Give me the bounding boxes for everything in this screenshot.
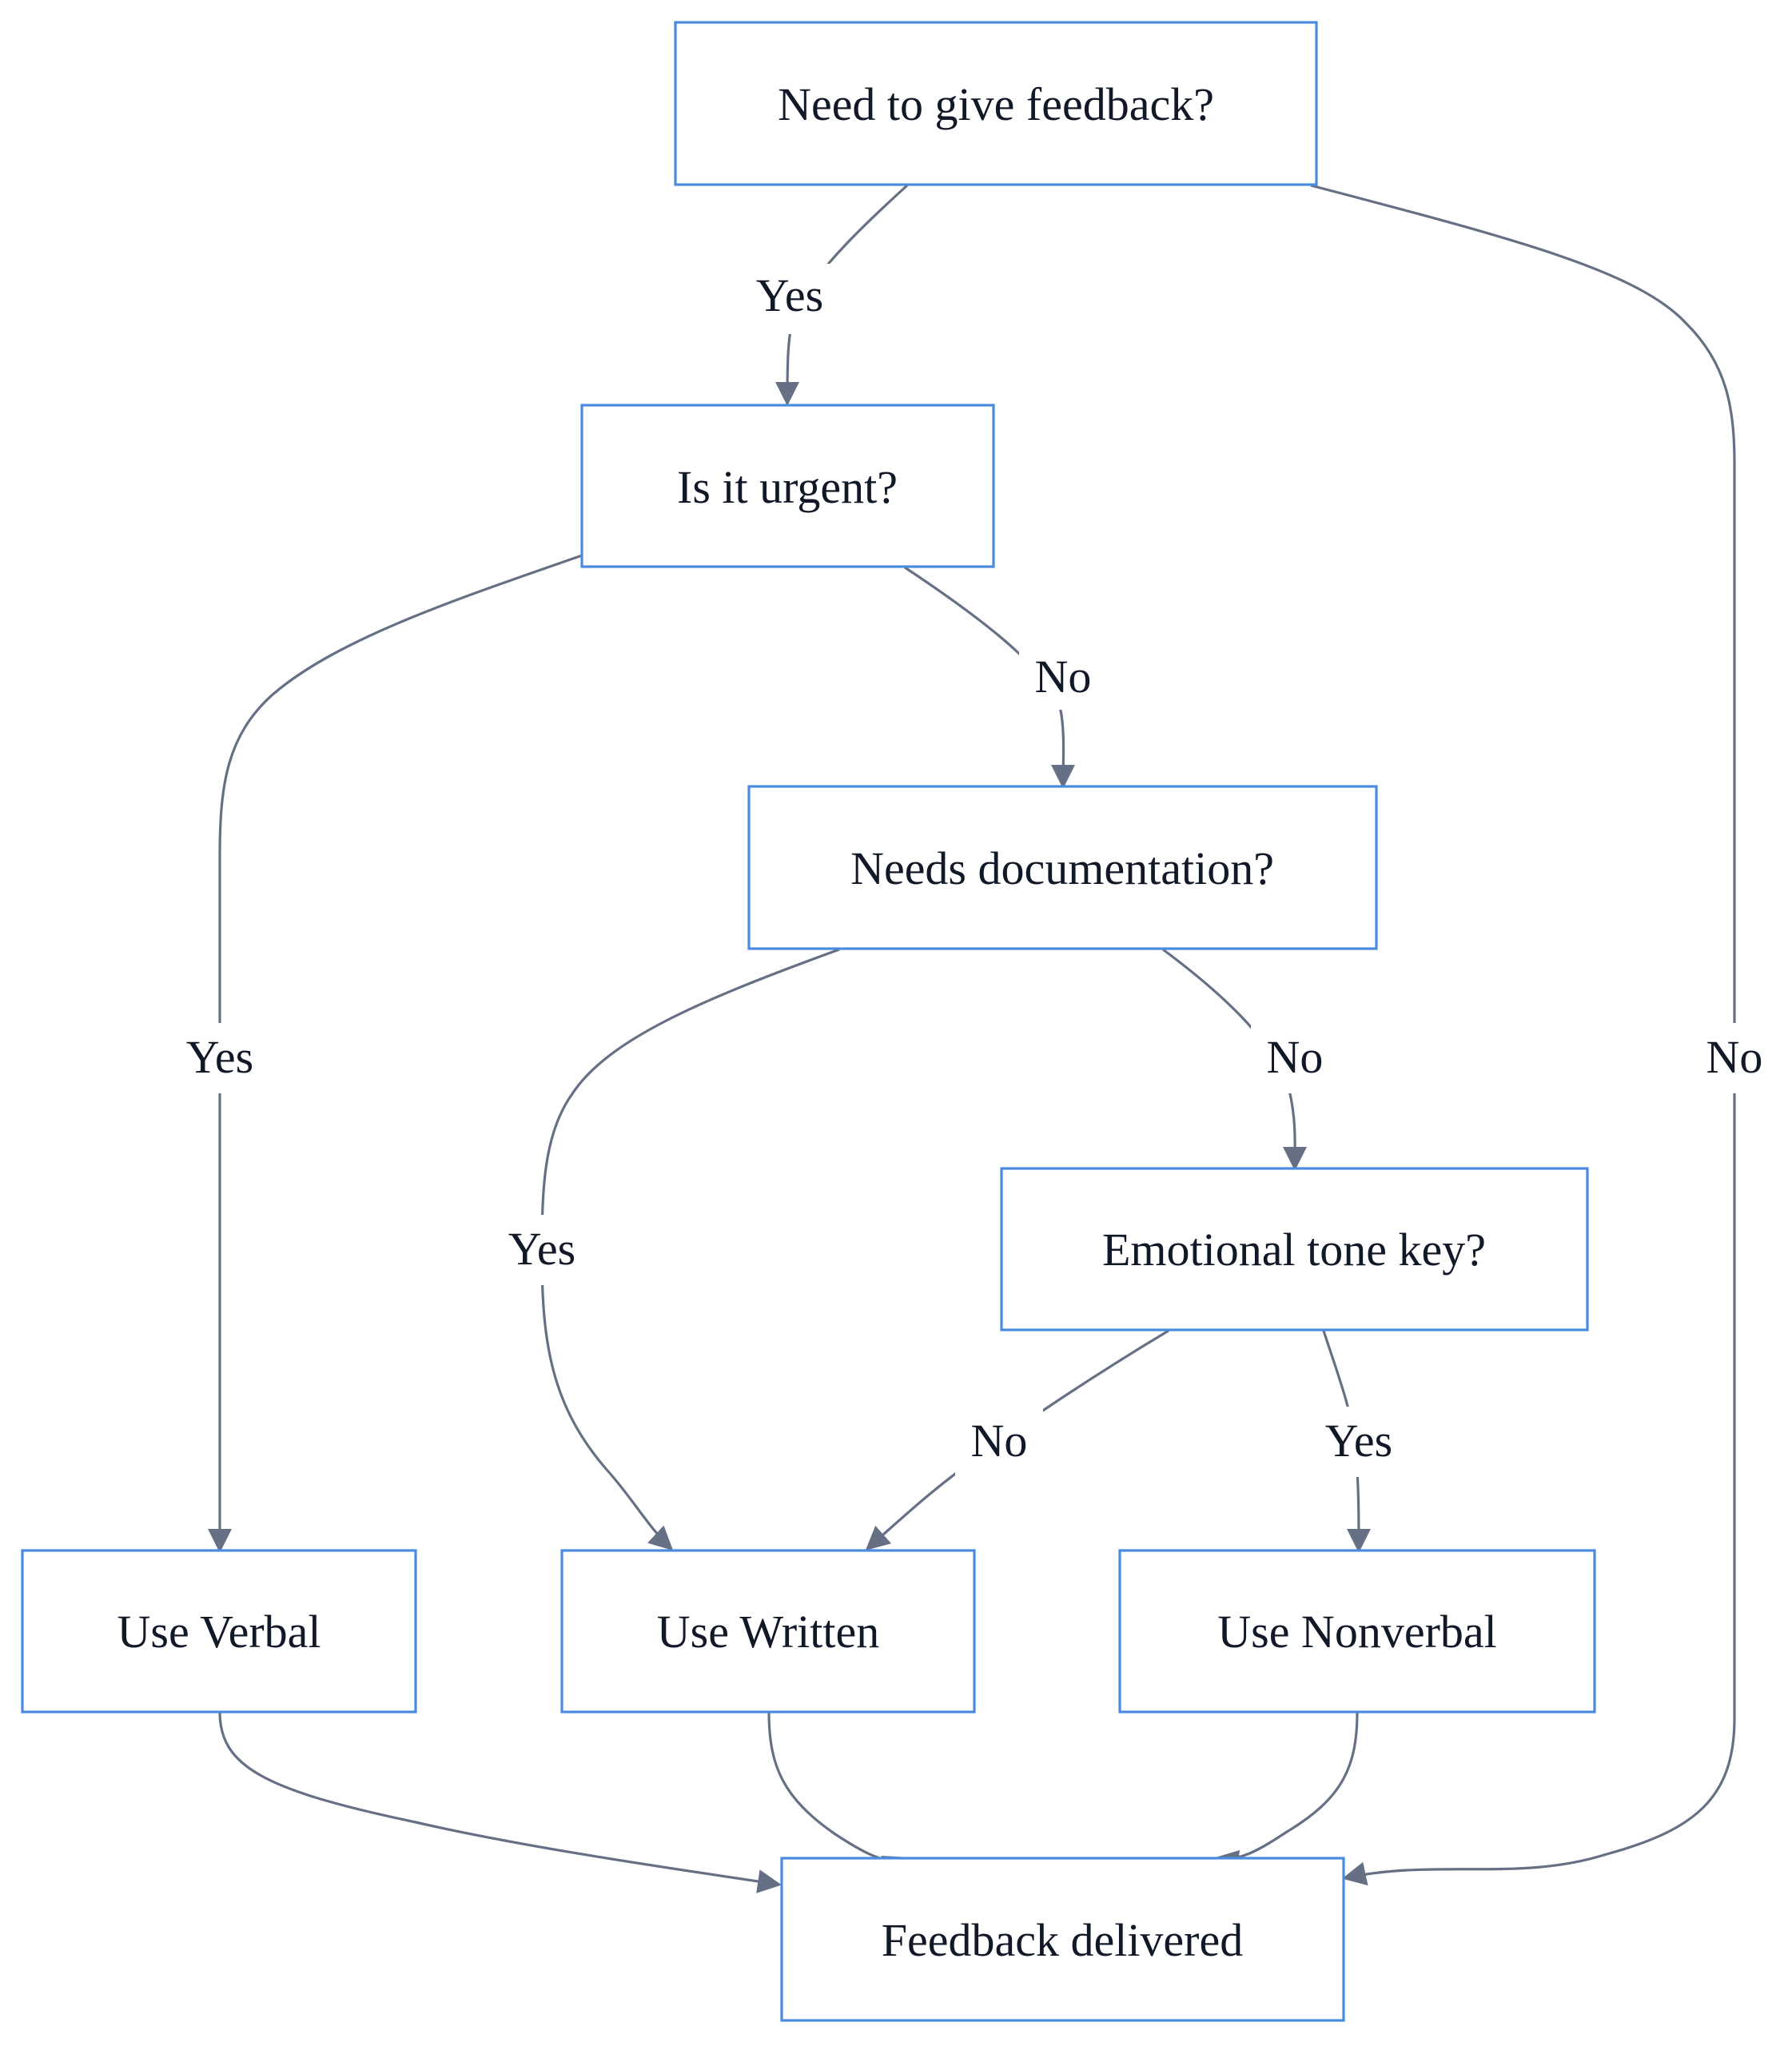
- node-start: Need to give feedback?: [674, 21, 1318, 186]
- edge-label-documentation-to-written: Yes: [508, 1223, 575, 1275]
- node-documentation: Needs documentation?: [747, 785, 1378, 950]
- node-delivered: Feedback delivered: [780, 1857, 1345, 2022]
- edge-label-urgent-to-verbal: Yes: [186, 1031, 253, 1083]
- edge-written-to-delivered: [767, 1711, 908, 1878]
- edge-label-documentation-to-tone: No: [1267, 1031, 1324, 1083]
- edge-label-urgent-to-documentation: No: [1035, 651, 1092, 703]
- node-documentation-label: Needs documentation?: [850, 842, 1274, 894]
- node-nonverbal: Use Nonverbal: [1118, 1549, 1596, 1714]
- edge-nonverbal-to-delivered: [1214, 1711, 1359, 1874]
- node-start-label: Need to give feedback?: [778, 78, 1214, 130]
- edge-labels: Yes No Yes No Yes No No Yes: [169, 264, 1778, 1477]
- edge-label-start-to-delivered: No: [1706, 1031, 1763, 1083]
- edge-label-tone-to-written: No: [971, 1415, 1028, 1467]
- edge-label-tone-to-nonverbal: Yes: [1325, 1415, 1392, 1467]
- edge-verbal-to-delivered: [218, 1711, 782, 1893]
- edge-urgent-to-verbal: [208, 554, 583, 1553]
- edge-start-to-delivered: [1310, 184, 1736, 1886]
- node-verbal-label: Use Verbal: [117, 1606, 321, 1658]
- node-nonverbal-label: Use Nonverbal: [1217, 1606, 1497, 1658]
- edge-label-start-to-urgent: Yes: [756, 269, 823, 321]
- node-delivered-label: Feedback delivered: [882, 1914, 1244, 1966]
- node-tone-label: Emotional tone key?: [1102, 1224, 1486, 1276]
- nodes: Need to give feedback? Is it urgent? Nee…: [21, 21, 1596, 2022]
- node-written-label: Use Written: [657, 1606, 879, 1658]
- node-verbal: Use Verbal: [21, 1549, 417, 1714]
- node-urgent: Is it urgent?: [580, 404, 995, 568]
- node-written: Use Written: [560, 1549, 976, 1714]
- node-urgent-label: Is it urgent?: [677, 461, 898, 513]
- node-tone: Emotional tone key?: [1000, 1167, 1589, 1331]
